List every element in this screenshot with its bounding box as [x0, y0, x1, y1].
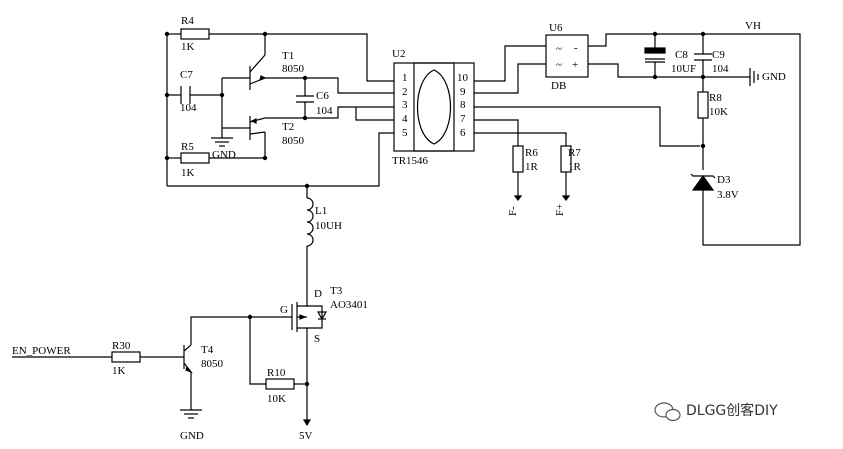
t2-ref: T2: [282, 121, 294, 133]
zener-d3: [690, 173, 716, 191]
c7-value: 104: [180, 102, 197, 114]
t3-source-pin: S: [314, 333, 320, 345]
r8-value: 10K: [709, 106, 728, 118]
u2-pin-7: 7: [460, 113, 466, 125]
c8-ref: C8: [675, 49, 688, 61]
capacitor-c6: [296, 95, 314, 103]
r7-ref: R7: [568, 147, 581, 159]
r30-ref: R30: [112, 340, 131, 352]
l1-value: 10UH: [315, 220, 342, 232]
u6-plus: +: [572, 59, 578, 71]
u2-pin-4: 4: [402, 113, 408, 125]
u6-ac-in-2: ~: [556, 59, 562, 71]
c9-value: 104: [712, 63, 729, 75]
left-frame-wires: [166, 33, 394, 187]
t3-ref: T3: [330, 285, 343, 297]
capacitor-c8: [644, 47, 666, 63]
mosfet-t3: [250, 302, 328, 345]
u6-ref: U6: [549, 22, 563, 34]
r6-value: 1R: [525, 161, 539, 173]
resistor-r10: [265, 378, 295, 390]
t4-ref: T4: [201, 344, 214, 356]
gnd-label-b: GND: [762, 71, 786, 83]
5v-label: 5V: [299, 430, 313, 442]
transistor-t1: [245, 54, 267, 90]
t1-ref: T1: [282, 50, 294, 62]
u6-name: DB: [551, 80, 566, 92]
r10-value: 10K: [267, 393, 286, 405]
r10-ref: R10: [267, 367, 286, 379]
t3-drain-pin: D: [314, 288, 322, 300]
r30-value: 1K: [112, 365, 126, 377]
resistor-r4: [180, 28, 210, 40]
u2-right-wires: [474, 45, 700, 201]
junction-dots: [164, 31, 706, 387]
resistor-r30: [111, 351, 141, 363]
en-power-label: EN_POWER: [12, 345, 71, 357]
d3-ref: D3: [717, 174, 731, 186]
u2-pin-9: 9: [460, 86, 466, 98]
resistor-r8: [697, 91, 709, 119]
resistor-r6: [512, 145, 524, 173]
c6-ref: C6: [316, 90, 329, 102]
r4-ref: R4: [181, 15, 194, 27]
t3-value: AO3401: [330, 299, 368, 311]
t1-value: 8050: [282, 63, 305, 75]
t4-and-r10-wires: [12, 316, 312, 427]
r5-ref: R5: [181, 141, 194, 153]
u2-pin-5: 5: [402, 127, 408, 139]
u6-ac-in-1: ~: [556, 43, 562, 55]
t4-value: 8050: [201, 358, 224, 370]
r4-value: 1K: [181, 41, 195, 53]
transistor-t2: [245, 116, 266, 140]
resistor-r5: [180, 152, 210, 164]
capacitor-c9: [694, 53, 712, 61]
l1-wires: [306, 186, 314, 302]
gnd-label-a: GND: [212, 149, 236, 161]
u6-output-wires: [588, 33, 801, 246]
f-minus-label: F-: [507, 206, 519, 216]
r6-ref: R6: [525, 147, 538, 159]
bridge-u6: [545, 34, 589, 78]
t2-value: 8050: [282, 135, 305, 147]
u2-pin-10: 10: [457, 72, 469, 84]
c7-ref: C7: [180, 69, 193, 81]
u2-pin-6: 6: [460, 127, 466, 139]
l1-ref: L1: [315, 205, 327, 217]
watermark-text: DLGG创客DIY: [686, 402, 778, 419]
u6-minus: -: [574, 42, 578, 54]
t3-gate-pin: G: [280, 304, 288, 316]
d3-value: 3.8V: [717, 189, 739, 201]
u2-ref: U2: [392, 48, 405, 60]
r7-value: 1R: [568, 161, 582, 173]
u2-pin-3: 3: [402, 99, 408, 111]
vh-label: VH: [745, 20, 761, 32]
u2-pin-2: 2: [402, 86, 408, 98]
wechat-icon: [654, 402, 681, 422]
c8-value: 10UF: [671, 63, 696, 75]
u2-name: TR1546: [392, 155, 429, 167]
resistor-r7: [560, 145, 572, 173]
u2-pin-8: 8: [460, 99, 466, 111]
r8-ref: R8: [709, 92, 722, 104]
c9-ref: C9: [712, 49, 725, 61]
u2-pin-1: 1: [402, 72, 408, 84]
f-plus-label: F+: [554, 204, 566, 216]
gnd-label-c: GND: [180, 430, 204, 442]
r5-value: 1K: [181, 167, 195, 179]
c6-value: 104: [316, 105, 333, 117]
capacitor-c7: [180, 86, 191, 104]
